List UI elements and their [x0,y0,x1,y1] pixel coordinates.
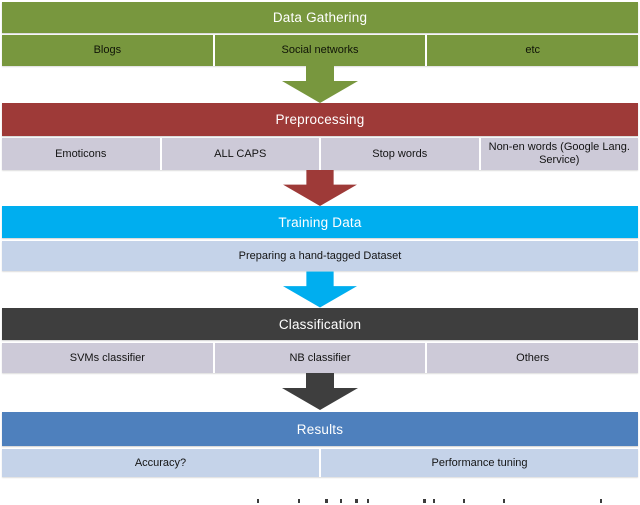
stage-item: Performance tuning [321,449,638,477]
stage-items-row: Preparing a hand-tagged Dataset [2,241,638,271]
stage-item: etc [427,35,639,66]
down-arrow-icon [2,271,638,308]
stage-item: Emoticons [2,138,160,170]
stage-training-data: Training Data Preparing a hand-tagged Da… [2,206,638,308]
stage-title: Training Data [278,214,362,230]
down-arrow-icon [2,66,638,103]
stage-items-row: Emoticons ALL CAPS Stop words Non-en wor… [2,138,638,170]
stage-title: Preprocessing [275,112,365,127]
stage-title: Data Gathering [272,10,368,25]
stage-item: Blogs [2,35,213,66]
stage-header: Training Data [2,206,638,238]
stage-data-gathering: Data Gathering Blogs Social networks etc [2,2,639,103]
stage-classification: Classification SVMs classifier NB classi… [2,308,639,412]
stage-header: Results [2,412,638,446]
stage-item: Preparing a hand-tagged Dataset [2,241,638,271]
stage-items-row: Blogs Social networks etc [2,35,639,66]
stage-item: Social networks [214,35,426,66]
stage-item: Others [427,343,639,373]
stage-title: Classification [278,316,362,332]
stage-results: Results Accuracy? Performance tuning [2,412,638,477]
stage-item: NB classifier [214,343,426,373]
stage-item: ALL CAPS [161,138,319,170]
stage-item: SVMs classifier [2,343,213,373]
stage-items-row: Accuracy? Performance tuning [2,449,638,477]
down-arrow-icon [2,373,638,412]
stage-header: Data Gathering [2,2,638,33]
stage-item: Accuracy? [2,449,319,477]
stage-header: Preprocessing [2,103,638,136]
stage-item: Stop words [321,138,479,170]
stage-preprocessing: Preprocessing Emoticons ALL CAPS Stop wo… [2,103,638,206]
stage-item: Non-en words (Google Lang. Service) [480,138,638,170]
down-arrow-icon [2,170,638,206]
stage-title: Results [296,421,344,437]
stage-items-row: SVMs classifier NB classifier Others [2,343,639,373]
stage-header: Classification [2,308,638,340]
